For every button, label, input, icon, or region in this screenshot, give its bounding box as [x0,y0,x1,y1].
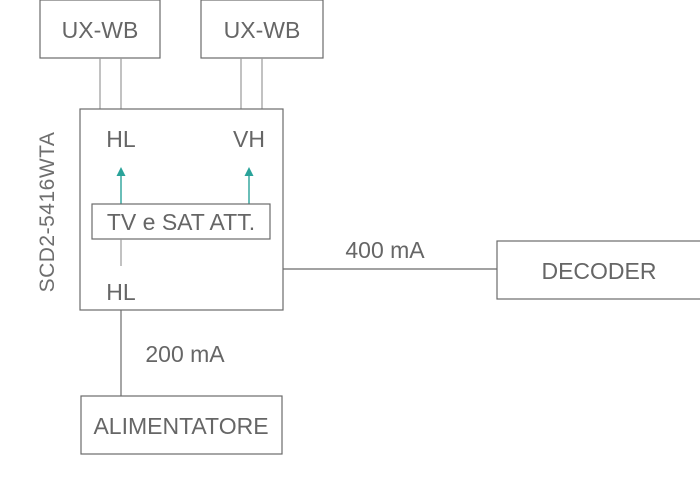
port-hl-top-label: HL [106,126,136,152]
power-supply-box [80,395,283,455]
power-supply-label: ALIMENTATORE [93,413,268,439]
lnb-right-cable [240,58,263,109]
lnb-right: UX-WB [200,0,324,59]
lnb-left-cable [99,58,122,109]
lnb-left-label: UX-WB [62,17,139,43]
arrow-up-icon [244,167,254,204]
multiswitch-model-label: SCD2-5416WTA [36,132,59,293]
decoder-current-label: 400 mA [345,237,425,263]
lnb-left: UX-WB [39,0,161,59]
lnb-left-box [39,0,161,59]
decoder-box [496,240,700,300]
lnb-right-label: UX-WB [224,17,301,43]
decoder-label: DECODER [541,258,656,284]
port-hl-bottom-label: HL [106,279,136,305]
lnb-right-box [200,0,324,59]
attenuator-box [91,203,271,240]
attenuator-label: TV e SAT ATT. [107,209,255,235]
arrow-up-icon [116,167,126,204]
port-vh-top-label: VH [233,126,265,152]
power-supply-current-label: 200 mA [145,341,225,367]
